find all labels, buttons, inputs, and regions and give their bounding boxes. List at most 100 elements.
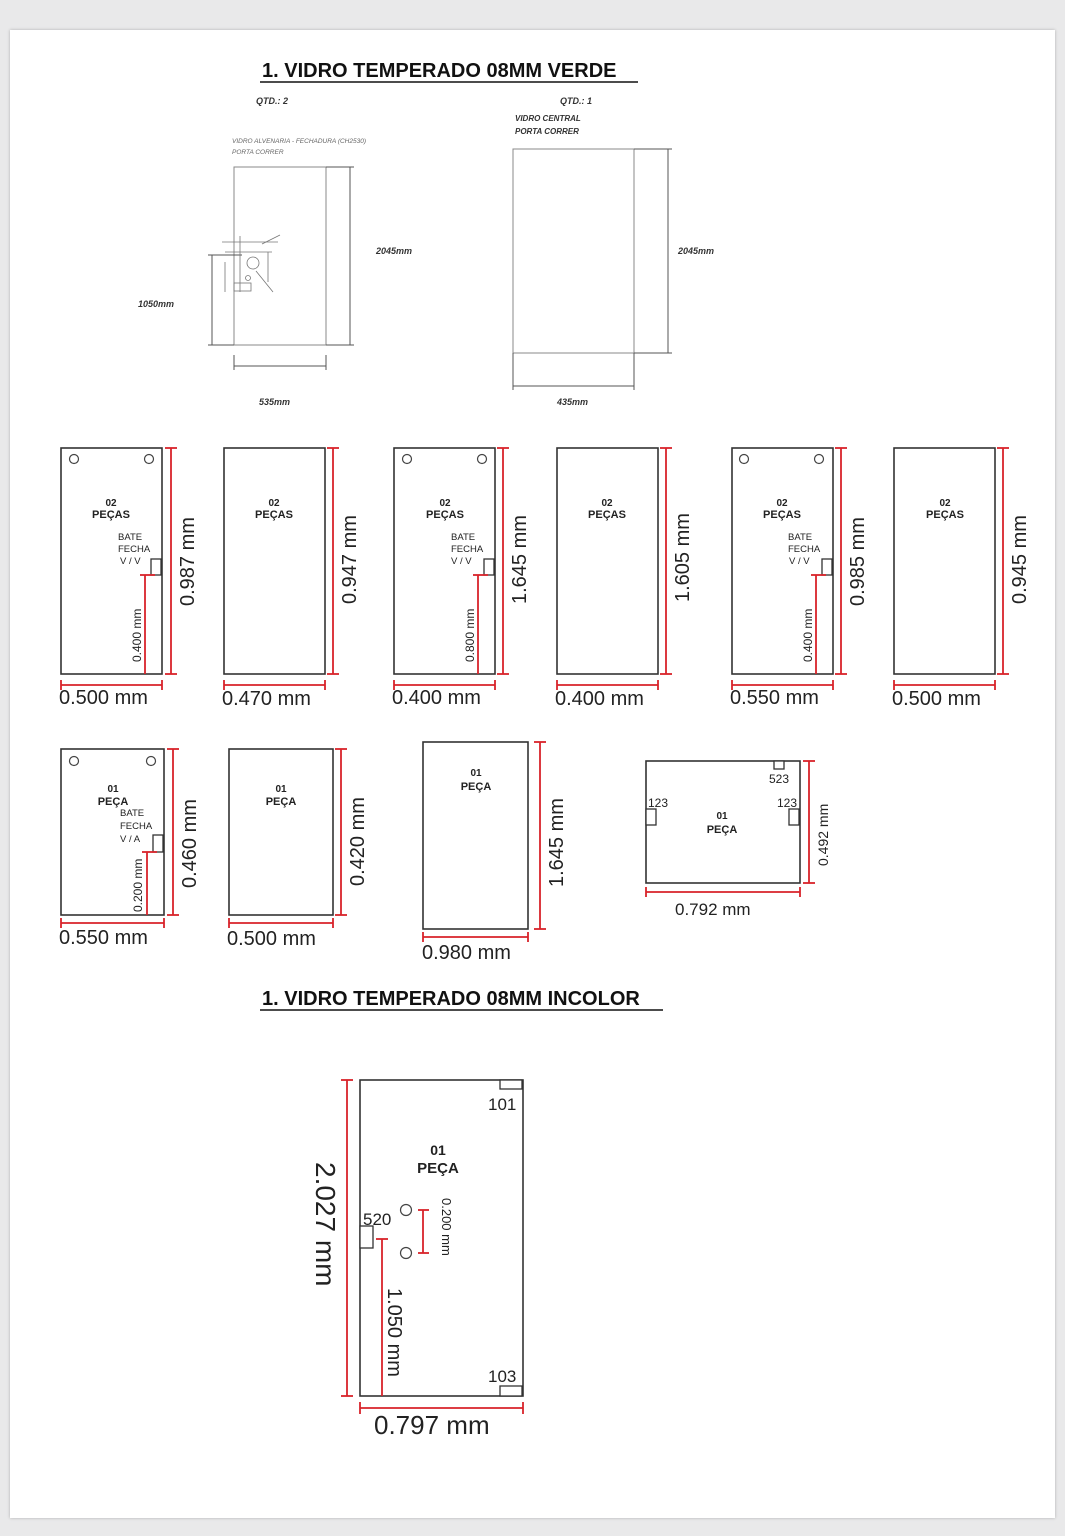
piece-outline	[556, 447, 659, 675]
strike-cutout	[821, 558, 833, 576]
strike-label: FECHA	[118, 544, 151, 555]
hole-icon	[399, 1246, 413, 1260]
width-dimension: 0.400 mm	[555, 688, 644, 710]
strike-label: FECHA	[788, 544, 821, 555]
glass-outline	[512, 148, 635, 354]
section-title-incolor: 1. VIDRO TEMPERADO 08MM INCOLOR	[262, 988, 640, 1010]
lock-detail	[222, 234, 281, 293]
cutout-label-right: 123	[777, 796, 797, 810]
piece-qty: 01	[470, 768, 482, 779]
piece-unit: PEÇA	[266, 796, 297, 808]
hole-icon	[68, 453, 80, 465]
piece-qty: 02	[439, 498, 451, 509]
strike-label: BATE	[118, 532, 142, 543]
glass-piece-row1-6: 02 PEÇAS 0.945 mm 0.500 mm	[892, 447, 1031, 710]
piece-outline	[645, 760, 801, 884]
left-cutout	[645, 808, 657, 826]
hole-icon	[813, 453, 825, 465]
width-dimension: 0.500 mm	[892, 688, 981, 710]
strike-height-dimension: 0.400 mm	[801, 609, 815, 662]
hole-icon	[399, 1203, 413, 1217]
top-left-door-drawing: QTD.: 2 VIDRO ALVENARIA - FECHADURA (CH2…	[138, 96, 412, 407]
hole-icon	[145, 755, 157, 767]
piece-outline	[359, 1079, 524, 1397]
strike-cutout	[150, 558, 162, 576]
height-dimension: 1.605 mm	[672, 513, 694, 602]
strike-label: FECHA	[120, 821, 153, 832]
strike-label: V / V	[789, 556, 810, 567]
glass-piece-row1-4: 02 PEÇAS 1.605 mm 0.400 mm	[555, 447, 694, 710]
width-dimension: 0.470 mm	[222, 688, 311, 710]
piece-unit: PEÇAS	[92, 509, 130, 521]
cutout-label-left: 123	[648, 796, 668, 810]
cutout-label-top-right: 101	[488, 1095, 516, 1114]
width-dimension: 0.980 mm	[422, 942, 511, 964]
top-right-door-drawing: QTD.: 1 VIDRO CENTRAL PORTA CORRER 2045m…	[512, 96, 714, 407]
glass-description: VIDRO CENTRAL	[515, 114, 581, 123]
glass-piece-row2-1: 01 PEÇA BATE FECHA V / A 0.200 mm 0.460 …	[59, 748, 201, 949]
hole-spacing-dimension: 0.200 mm	[439, 1198, 454, 1256]
piece-qty: 01	[430, 1142, 446, 1158]
hole-icon	[68, 755, 80, 767]
glass-description-2: PORTA CORRER	[232, 149, 284, 156]
glass-piece-row2-3: 01 PEÇA 1.645 mm 0.980 mm	[422, 741, 568, 964]
piece-outline	[422, 741, 529, 930]
glass-piece-row2-4: 523 123 123 01 PEÇA 0.492 mm 0.792 mm	[645, 760, 831, 919]
height-dimension: 1.645 mm	[546, 798, 568, 887]
qtd-label: QTD.: 1	[560, 96, 592, 106]
height-dimension: 0.460 mm	[179, 799, 201, 888]
hole-icon	[738, 453, 750, 465]
strike-height-dimension: 0.200 mm	[131, 859, 145, 912]
glass-outline	[233, 166, 327, 346]
width-dimension: 435mm	[556, 397, 588, 407]
hole-icon	[476, 453, 488, 465]
piece-outline	[60, 748, 165, 916]
cutout-label-top: 523	[769, 772, 789, 786]
piece-unit: PEÇAS	[426, 509, 464, 521]
technical-drawing: 1. VIDRO TEMPERADO 08MM VERDE QTD.: 2 VI…	[59, 60, 1031, 1440]
height-dimension: 0.492 mm	[815, 804, 831, 866]
width-dimension: 0.550 mm	[730, 687, 819, 709]
height-dimension: 0.987 mm	[177, 517, 199, 606]
piece-unit: PEÇAS	[763, 509, 801, 521]
width-dimension: 0.797 mm	[374, 1410, 490, 1440]
strike-label: BATE	[120, 808, 144, 819]
glass-piece-row1-5: 02 PEÇAS BATE FECHA V / V 0.400 mm 0.985…	[730, 447, 869, 709]
drawing-sheet: 1. VIDRO TEMPERADO 08MM VERDE QTD.: 2 VI…	[10, 30, 1055, 1518]
width-dimension: 0.792 mm	[675, 900, 751, 919]
piece-qty: 02	[776, 498, 788, 509]
piece-unit: PEÇA	[707, 824, 738, 836]
top-right-cutout	[499, 1079, 523, 1090]
width-dimension: 0.550 mm	[59, 927, 148, 949]
glass-description-2: PORTA CORRER	[515, 127, 579, 136]
glass-description: VIDRO ALVENARIA - FECHADURA (CH2530)	[232, 138, 366, 145]
height-dimension: 2.027 mm	[310, 1162, 341, 1287]
piece-outline	[60, 447, 163, 675]
width-dimension: 535mm	[259, 397, 290, 407]
cutout-label-bottom-right: 103	[488, 1367, 516, 1386]
width-dimension: 0.400 mm	[392, 687, 481, 709]
piece-outline	[393, 447, 496, 675]
bottom-right-cutout	[499, 1385, 523, 1397]
hole-icon	[143, 453, 155, 465]
glass-piece-row1-1: 02 PEÇAS BATE FECHA V / V 0.400 mm 0.987…	[59, 447, 199, 709]
piece-qty: 02	[601, 498, 613, 509]
piece-outline	[228, 748, 334, 916]
strike-cutout	[152, 834, 164, 853]
piece-qty: 01	[716, 811, 728, 822]
glass-piece-row1-2: 02 PEÇAS 0.947 mm 0.470 mm	[222, 447, 361, 710]
strike-label: V / V	[451, 556, 472, 567]
piece-outline	[731, 447, 834, 675]
piece-unit: PEÇA	[417, 1160, 459, 1177]
height-dimension: 0.985 mm	[847, 517, 869, 606]
qtd-label: QTD.: 2	[256, 96, 288, 106]
strike-label: V / A	[120, 834, 141, 845]
width-dimension: 0.500 mm	[227, 928, 316, 950]
height-dimension: 0.947 mm	[339, 515, 361, 604]
piece-unit: PEÇA	[461, 781, 492, 793]
left-cutout	[359, 1225, 374, 1249]
height-dimension: 0.945 mm	[1009, 515, 1031, 604]
hole-icon	[401, 453, 413, 465]
piece-outline	[893, 447, 996, 675]
height-dimension: 0.420 mm	[347, 797, 369, 886]
